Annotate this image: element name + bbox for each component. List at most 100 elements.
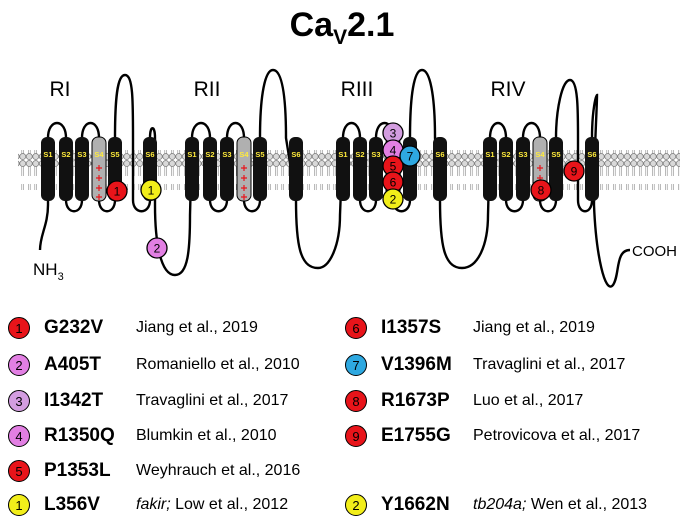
label-riv-s5: S5	[551, 150, 560, 159]
label-ri-s5: S5	[110, 150, 119, 159]
legend-mutation: V1396M	[381, 354, 452, 375]
segment-rii-s1	[185, 137, 199, 201]
label-riii-s3: S3	[371, 150, 380, 159]
legend-reference: Jiang et al., 2019	[473, 319, 595, 336]
title-rest: 2.1	[347, 6, 394, 44]
segment-rii-s2	[203, 137, 217, 201]
legend-mutation: R1673P	[381, 390, 450, 411]
legend-reference: Travaglini et al., 2017	[473, 356, 626, 373]
segment-ri-s1	[41, 137, 55, 201]
legend-mutation: L356V	[44, 494, 100, 515]
legend-badge: 5	[8, 460, 30, 482]
segment-riii-s6	[433, 137, 447, 201]
title-sub: V	[333, 26, 347, 49]
diagram-title: CaV2.1	[290, 6, 395, 49]
legend-row: 9 E1755G Petrovicova et al., 2017	[345, 423, 675, 449]
label-riv-s1: S1	[485, 150, 494, 159]
segment-ri-s3	[75, 137, 89, 201]
segment-rii-s3	[220, 137, 234, 201]
legend-badge: 2	[345, 494, 367, 516]
label-ri-s4: S4	[94, 150, 104, 159]
legend-mutation: Y1662N	[381, 494, 450, 515]
legend-reference: Weyhrauch et al., 2016	[136, 462, 301, 479]
segment-riv-s3	[516, 137, 530, 201]
legend-row: 8 R1673P Luo et al., 2017	[345, 388, 675, 414]
legend-row: 7 V1396M Travaglini et al., 2017	[345, 352, 675, 378]
mutation-marker-number: 6	[390, 175, 397, 189]
legend-mutation: R1350Q	[44, 425, 115, 446]
mutation-marker-number: 5	[390, 159, 397, 173]
legend-reference: Travaglini et al., 2017	[136, 392, 289, 409]
legend-reference-allele: fakir;	[136, 496, 171, 513]
region-label-3: RIII	[341, 78, 374, 101]
legend-reference: Blumkin et al., 2010	[136, 427, 277, 444]
segment-riii-s2	[353, 137, 367, 201]
region-label-2: RII	[194, 78, 221, 101]
region-label-1: RI	[50, 78, 71, 101]
label-rii-s1: S1	[187, 150, 196, 159]
segment-riii-s1	[336, 137, 350, 201]
legend-badge: 1	[8, 317, 30, 339]
label-riv-s4: S4	[535, 150, 545, 159]
legend-mutation: I1342T	[44, 390, 104, 411]
legend-reference: Jiang et al., 2019	[136, 319, 258, 336]
legend-badge: 1	[8, 494, 30, 516]
segment-riv-s1	[483, 137, 497, 201]
legend-badge: 8	[345, 390, 367, 412]
legend-mutation: A405T	[44, 354, 102, 375]
legend-reference: Luo et al., 2017	[473, 392, 584, 409]
segment-rii-s5	[253, 137, 267, 201]
legend-reference: tb204a; Wen et al., 2013	[473, 496, 648, 513]
label-rii-s3: S3	[222, 150, 231, 159]
mutation-marker-number: 3	[390, 126, 397, 140]
segment-ri-s2	[59, 137, 73, 201]
mutation-marker: 2	[382, 188, 404, 210]
legend-reference: fakir; Low et al., 2012	[136, 496, 289, 513]
label-rii-s6: S6	[291, 150, 300, 159]
legend-mutation: G232V	[44, 317, 104, 338]
channel-topology-diagram: CaV2.1 RI RII RIII RIV	[18, 6, 680, 288]
mutation-marker: 1	[140, 179, 162, 201]
label-ri-s1: S1	[43, 150, 52, 159]
legend-row: 1 G232V Jiang et al., 2019	[8, 315, 338, 341]
mutation-marker-number: 2	[154, 241, 161, 255]
segment-riv-s2	[499, 137, 513, 201]
label-rii-s5: S5	[255, 150, 264, 159]
mutation-marker: 2	[146, 237, 168, 259]
label-rii-s2: S2	[205, 150, 214, 159]
legend-reference: Petrovicova et al., 2017	[473, 427, 641, 444]
legend-mutation: I1357S	[381, 317, 442, 338]
mutation-marker-number: 4	[390, 143, 397, 157]
legend-row: 5 P1353L Weyhrauch et al., 2016	[8, 458, 338, 484]
legend-reference: Romaniello et al., 2010	[136, 356, 300, 373]
legend-badge: 6	[345, 317, 367, 339]
legend-badge: 7	[345, 354, 367, 376]
legend-row: 4 R1350Q Blumkin et al., 2010	[8, 423, 338, 449]
label-riii-s6: S6	[435, 150, 444, 159]
legend-row: 3 I1342T Travaglini et al., 2017	[8, 388, 338, 414]
label-riii-s2: S2	[355, 150, 364, 159]
legend-row: 2 Y1662N tb204a; Wen et al., 2013	[345, 492, 675, 518]
legend-badge: 4	[8, 425, 30, 447]
mutation-marker: 8	[530, 179, 552, 201]
n-terminus-label: NH3	[33, 260, 64, 283]
legend-badge: 3	[8, 390, 30, 412]
segment-rii-s6	[289, 137, 303, 201]
label-riv-s6: S6	[587, 150, 596, 159]
label-rii-s4: S4	[239, 150, 249, 159]
segment-riii-s3	[369, 137, 383, 201]
legend-mutation: P1353L	[44, 460, 111, 481]
mutation-marker: 1	[106, 180, 128, 202]
mutation-marker: 7	[399, 145, 421, 167]
legend-row: 6 I1357S Jiang et al., 2019	[345, 315, 675, 341]
mutation-marker-number: 8	[538, 183, 545, 197]
label-ri-s6: S6	[145, 150, 154, 159]
label-riv-s3: S3	[518, 150, 527, 159]
label-ri-s3: S3	[77, 150, 86, 159]
segment-riv-s6	[585, 137, 599, 201]
legend-badge: 9	[345, 425, 367, 447]
mutation-marker-number: 7	[407, 149, 414, 163]
legend-mutation: E1755G	[381, 425, 451, 446]
